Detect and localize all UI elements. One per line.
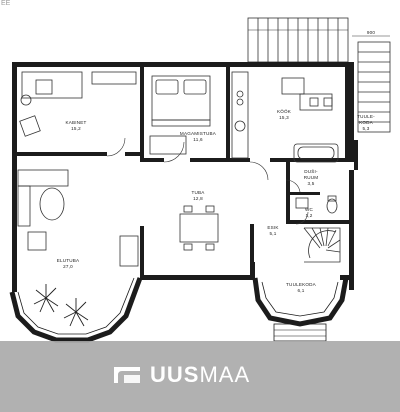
label-dusiruum-name2: RUUM xyxy=(304,175,319,180)
label-magamistuba-area: 11,6 xyxy=(193,137,203,142)
label-tuulekoda-top-name2: KODA xyxy=(359,120,374,125)
label-dusiruum-area: 3,5 xyxy=(308,181,315,186)
plant-icon xyxy=(33,284,89,327)
label-magamistuba-name: MAGAMISTUBA xyxy=(180,131,217,136)
dimension-marker: 900 xyxy=(352,30,390,37)
label-wc-area: 1,2 xyxy=(306,213,313,218)
label-elutuba-name: ELUTUBA xyxy=(57,258,80,263)
outer-walls xyxy=(12,62,354,292)
label-tuulekoda-top-area: 5,3 xyxy=(363,126,370,131)
label-kook-name: KÖÖK xyxy=(277,108,292,114)
kabinet-furniture xyxy=(19,71,137,137)
label-tuba-name: TUBA xyxy=(191,190,205,195)
toilet xyxy=(295,195,338,214)
logo-text-bold: UUS xyxy=(150,362,200,387)
label-kook-area: 15,3 xyxy=(279,115,289,120)
label-elutuba-area: 27,0 xyxy=(63,264,73,269)
label-wc-name: WC xyxy=(305,207,314,212)
doors xyxy=(106,137,309,225)
label-kabinet-name: KABINET xyxy=(65,120,86,125)
room-labels: KABINET 15,2 MAGAMISTUBA 11,6 KÖÖK 15,3 … xyxy=(57,108,375,293)
interior-walls xyxy=(17,67,358,278)
dimension-label: 900 xyxy=(367,30,376,35)
watermark-banner xyxy=(0,341,400,412)
label-esik-area: 5,1 xyxy=(270,231,277,236)
uusmaa-logo-icon xyxy=(114,367,140,383)
dining-table xyxy=(119,205,219,267)
right-stair xyxy=(357,41,391,133)
label-tuulekoda-bottom-name: TUULEKODA xyxy=(286,282,317,287)
label-kabinet-area: 15,2 xyxy=(71,126,81,131)
uusmaa-logo: UUSMAA xyxy=(112,362,250,388)
bay-window-elutuba xyxy=(9,277,143,343)
corner-text: EE xyxy=(1,0,11,7)
elutuba-furniture xyxy=(17,169,69,251)
logo-text-light: MAA xyxy=(199,362,251,387)
bed xyxy=(149,75,211,155)
label-tuba-area: 12,8 xyxy=(193,196,203,201)
kitchen-furniture xyxy=(231,71,333,159)
label-tuulekoda-bottom-area: 6,1 xyxy=(298,288,305,293)
logo-wordmark: UUSMAA xyxy=(150,362,250,388)
bathtub xyxy=(293,143,339,163)
label-tuulekoda-top-name: TUULE- xyxy=(357,114,375,119)
label-dusiruum-name: DUŠI- xyxy=(304,168,318,174)
top-stair xyxy=(247,17,349,63)
label-esik-name: ESIK xyxy=(267,225,279,230)
spiral-stair xyxy=(303,227,341,263)
